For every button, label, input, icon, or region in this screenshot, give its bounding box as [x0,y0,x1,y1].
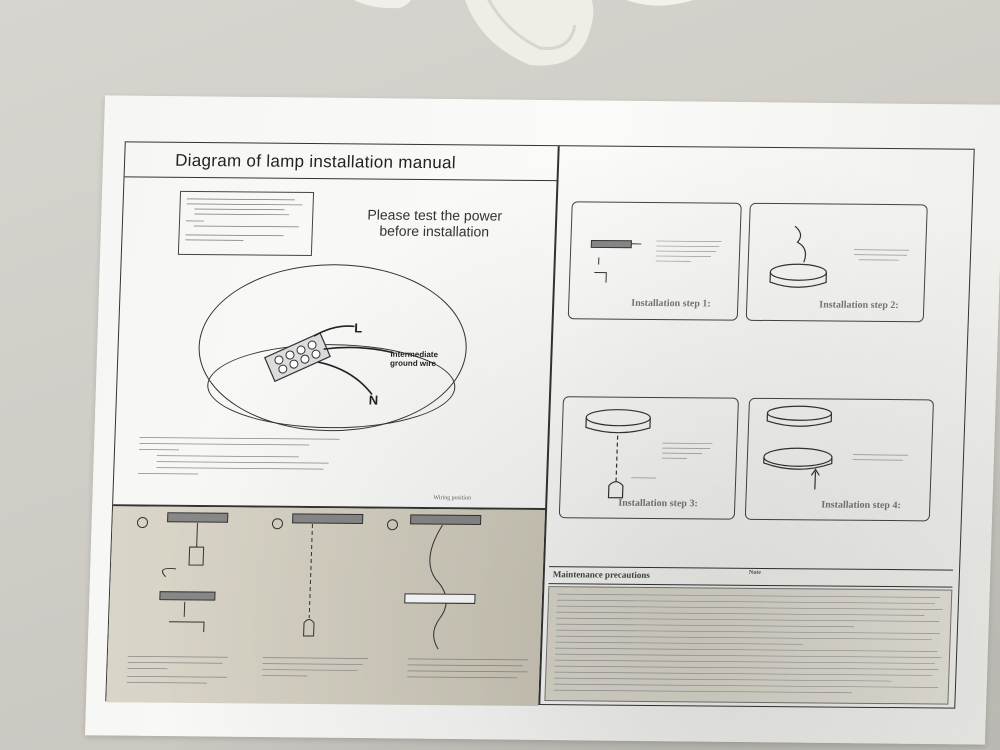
wiring-position-label: Wiring position [433,495,472,502]
warning-text: Please test the power before installatio… [367,206,503,240]
step-2-caption: Installation step 2: [819,299,899,312]
step-3-illustration [585,409,713,499]
installation-notes [138,435,380,496]
step-4-illustration [763,405,909,490]
maintenance-title: Maintenance precautions [552,569,651,580]
step-2-illustration [769,225,910,288]
step-1-caption: Installation step 1: [631,297,711,310]
terminal-block-diagram [263,325,394,396]
maintenance-note: Note [749,570,949,579]
step-2-box: Installation step 2: [745,202,928,323]
page-title: Diagram of lamp installation manual [174,150,457,173]
note-text-lines [185,198,303,241]
detailed-steps-illustration [126,512,528,684]
step-4-caption: Installation step 4: [821,499,901,512]
live-wire-label: L [354,320,363,336]
title-bar: Diagram of lamp installation manual [124,142,558,182]
step-3-box: Installation step 3: [558,396,740,520]
maintenance-header: Maintenance precautions Note [548,566,954,588]
step-1-illustration [590,239,722,285]
detailed-steps-panel [106,506,546,706]
manual-frame: Diagram of lamp installation manual Plea… [105,141,975,709]
maintenance-text-block [544,586,953,705]
maintenance-text-lines [553,593,943,694]
notes-text-lines [138,437,340,475]
step-1-box: Installation step 1: [567,201,742,321]
cloth-object [353,0,694,66]
ground-wire-label: Intermediate ground wire [389,349,439,369]
note-box [177,190,315,257]
step-4-box: Installation step 4: [744,397,934,522]
maintenance-note-label: Note [748,569,761,576]
step-3-caption: Installation step 3: [618,497,698,510]
neutral-wire-label: N [368,392,379,408]
